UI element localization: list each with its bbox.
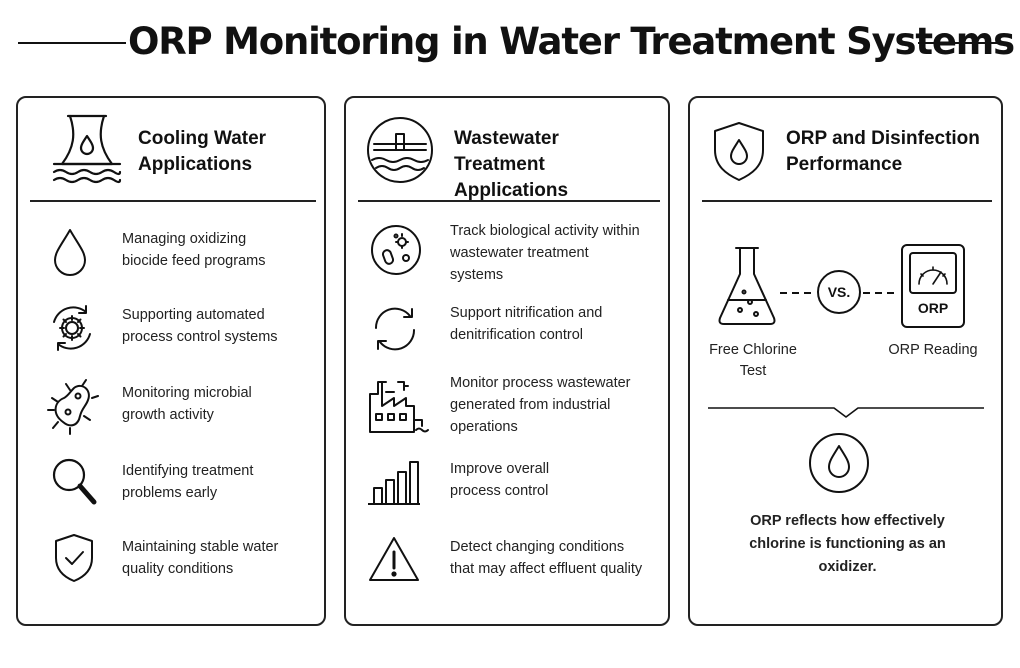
warning-icon	[368, 534, 420, 589]
bar-chart-icon	[368, 458, 420, 513]
item-text: Detect changing conditions that may affe…	[450, 539, 643, 577]
callout-bracket	[708, 407, 984, 418]
microbe-icon	[47, 378, 99, 439]
wastewater-panel: Wastewater Treatment Applications Track …	[344, 96, 670, 626]
list-item: Identifying treatment problems early	[18, 452, 324, 522]
list-item: Track biological activity within wastewa…	[346, 220, 668, 290]
panel-divider	[358, 200, 660, 202]
list-item: Monitoring microbial growth activity	[18, 374, 324, 444]
list-item: Improve overall process control	[346, 456, 668, 526]
cooling-water-panel: Cooling Water Applications Managing oxid…	[16, 96, 326, 626]
item-text: Support nitrification and denitrificatio…	[450, 305, 603, 343]
water-drop-icon	[52, 226, 88, 281]
list-item: Managing oxidizing biocide feed programs	[18, 220, 324, 290]
item-text: Improve overall process control	[450, 461, 550, 499]
cycle-arrows-icon	[372, 304, 418, 359]
item-text: Supporting automated process control sys…	[122, 307, 278, 345]
list-item: Monitor process wastewater generated fro…	[346, 370, 668, 440]
shield-drop-icon	[712, 120, 766, 187]
list-item: Detect changing conditions that may affe…	[346, 534, 668, 604]
free-chlorine-label: Free Chlorine Test	[709, 342, 797, 379]
panel-heading: Cooling Water Applications	[138, 128, 267, 175]
shield-check-icon	[52, 532, 96, 589]
item-text: Identifying treatment problems early	[122, 463, 254, 501]
title-row: ORP Monitoring in Water Treatment System…	[0, 14, 1020, 74]
panel-divider	[702, 200, 992, 202]
summary-text: ORP reflects how effectively chlorine is…	[749, 513, 946, 575]
treatment-basin-icon	[366, 116, 434, 189]
item-text: Maintaining stable water quality conditi…	[122, 539, 279, 577]
item-text: Track biological activity within wastewa…	[450, 223, 640, 283]
title-rule-right	[918, 42, 1004, 44]
list-item: Maintaining stable water quality conditi…	[18, 528, 324, 598]
orp-disinfection-panel: ORP and Disinfection Performance VS. ORP…	[688, 96, 1003, 626]
orp-meter-icon: ORP	[901, 244, 965, 328]
panel-heading: ORP and Disinfection Performance	[786, 128, 980, 175]
magnifier-icon	[50, 456, 98, 511]
title-rule-left	[18, 42, 126, 44]
factory-icon	[368, 374, 429, 439]
meter-label: ORP	[917, 300, 949, 316]
list-item: Supporting automated process control sys…	[18, 296, 324, 366]
vs-label: VS.	[827, 284, 851, 300]
meter-screen	[909, 252, 957, 294]
panel-heading: Wastewater Treatment Applications	[454, 128, 569, 201]
panel-divider	[30, 200, 316, 202]
cooling-tower-icon	[50, 112, 124, 191]
page-title: ORP Monitoring in Water Treatment System…	[128, 20, 1015, 63]
vs-badge: VS.	[817, 270, 861, 314]
item-text: Managing oxidizing biocide feed programs	[122, 231, 266, 269]
gear-cycle-icon	[46, 302, 98, 359]
water-drop-icon	[808, 432, 870, 499]
flask-icon	[716, 244, 778, 333]
item-text: Monitor process wastewater generated fro…	[450, 375, 631, 435]
connector-dash-left	[780, 292, 816, 294]
orp-reading-label: ORP Reading	[888, 342, 978, 358]
list-item: Support nitrification and denitrificatio…	[346, 302, 668, 372]
bacteria-icon	[370, 224, 422, 281]
item-text: Monitoring microbial growth activity	[122, 385, 252, 423]
connector-dash-right	[863, 292, 899, 294]
